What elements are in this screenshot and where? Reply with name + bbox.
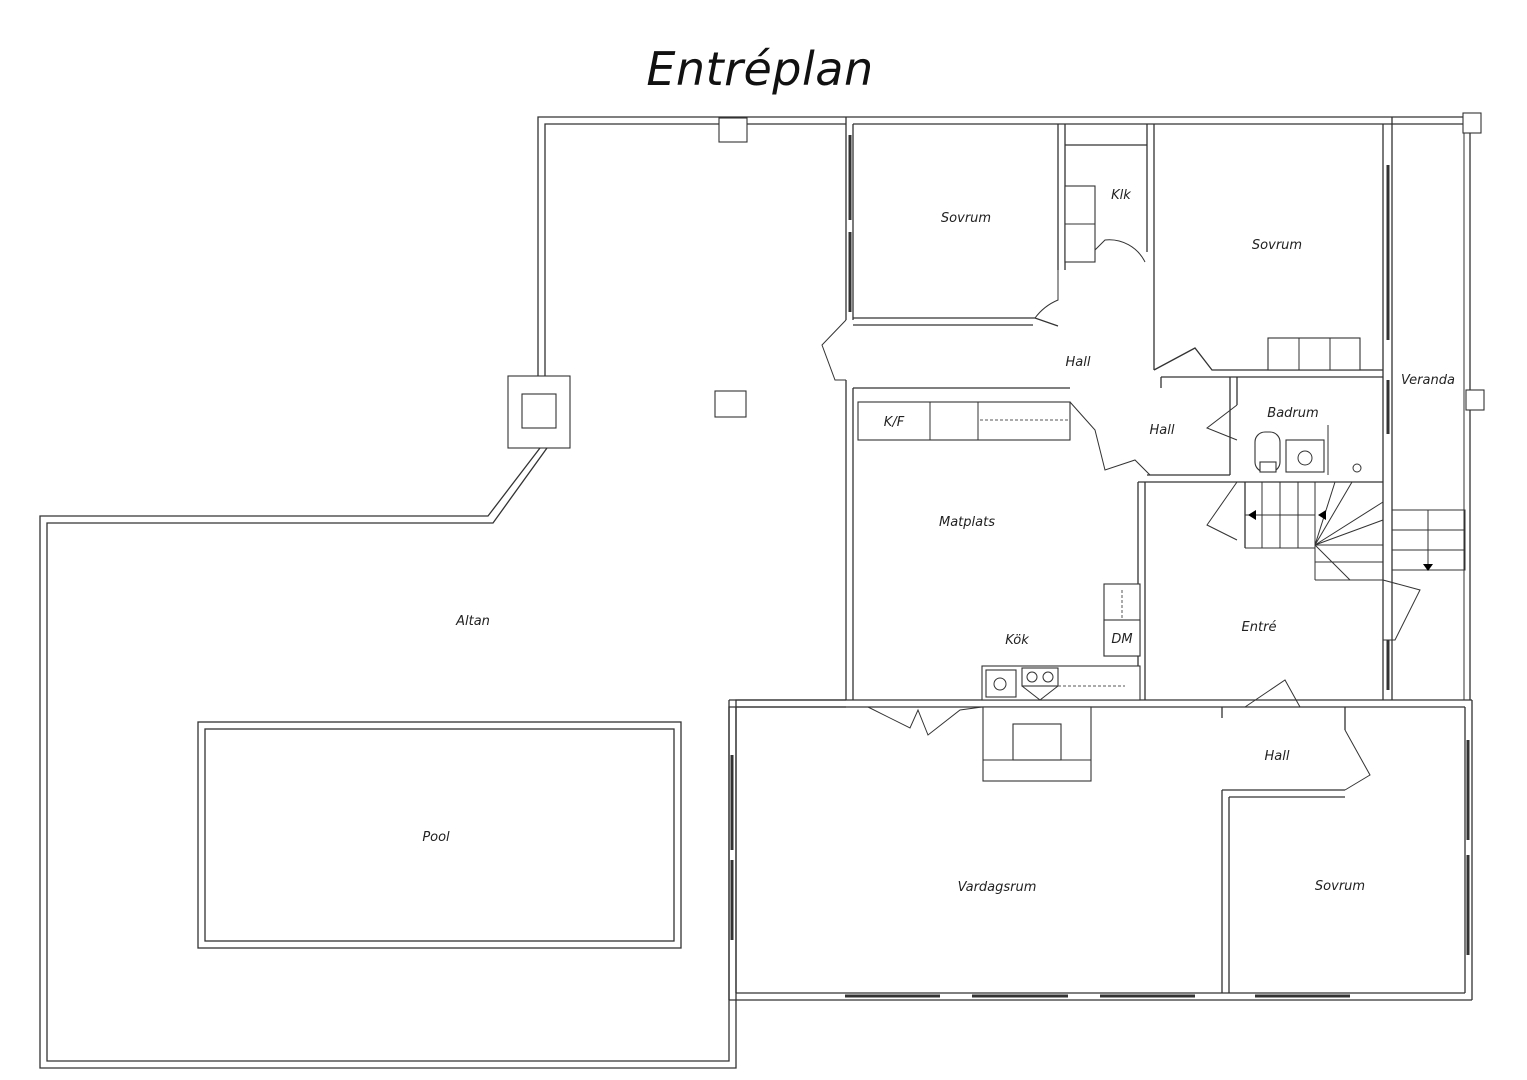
- room-label-sovrum: Sovrum: [1252, 238, 1302, 253]
- veranda-post: [1465, 389, 1485, 411]
- room-label-klk: Klk: [1111, 188, 1131, 203]
- floor-plan-title: Entréplan: [646, 42, 874, 96]
- sink-icon: [985, 669, 1017, 698]
- pool: [197, 721, 682, 949]
- room-label-sovrum: Sovrum: [941, 211, 991, 226]
- outdoor-stairs: [1391, 509, 1466, 571]
- sink-icon: [1285, 439, 1325, 473]
- room-label-matplats: Matplats: [939, 515, 995, 530]
- terrace-post: [714, 390, 747, 418]
- room-label-pool: Pool: [422, 830, 450, 845]
- terrace-post: [718, 117, 748, 143]
- room-label-badrum: Badrum: [1267, 406, 1318, 421]
- room-label-kok: Kök: [1005, 633, 1029, 648]
- room-label-dm: DM: [1111, 632, 1132, 647]
- room-label-hall: Hall: [1150, 423, 1175, 438]
- room-label-entre: Entré: [1242, 620, 1277, 635]
- room-labels: Sovrum Klk Sovrum Hall Veranda Badrum K/…: [422, 188, 1455, 895]
- room-label-veranda: Veranda: [1401, 373, 1455, 388]
- kitchen-counter: [981, 583, 1141, 701]
- room-label-hall: Hall: [1066, 355, 1091, 370]
- wardrobe: [1267, 337, 1361, 371]
- stair-arrow-icon: [1423, 564, 1433, 571]
- stair-arrow-icon: [1248, 510, 1256, 520]
- veranda-post: [1462, 112, 1482, 134]
- stairs: [1206, 481, 1384, 581]
- room-label-kf: K/F: [884, 415, 905, 430]
- room-label-hall: Hall: [1265, 749, 1290, 764]
- stair-arrow-icon: [1318, 510, 1326, 520]
- house-walls: [728, 112, 1485, 1001]
- interior-walls: [821, 124, 1466, 993]
- kitchen-cabinet: [857, 401, 1071, 441]
- room-label-sovrum: Sovrum: [1315, 879, 1365, 894]
- room-label-altan: Altan: [455, 614, 490, 629]
- room-label-vardagsrum: Vardagsrum: [958, 880, 1037, 895]
- terrace-outline: [39, 116, 846, 1069]
